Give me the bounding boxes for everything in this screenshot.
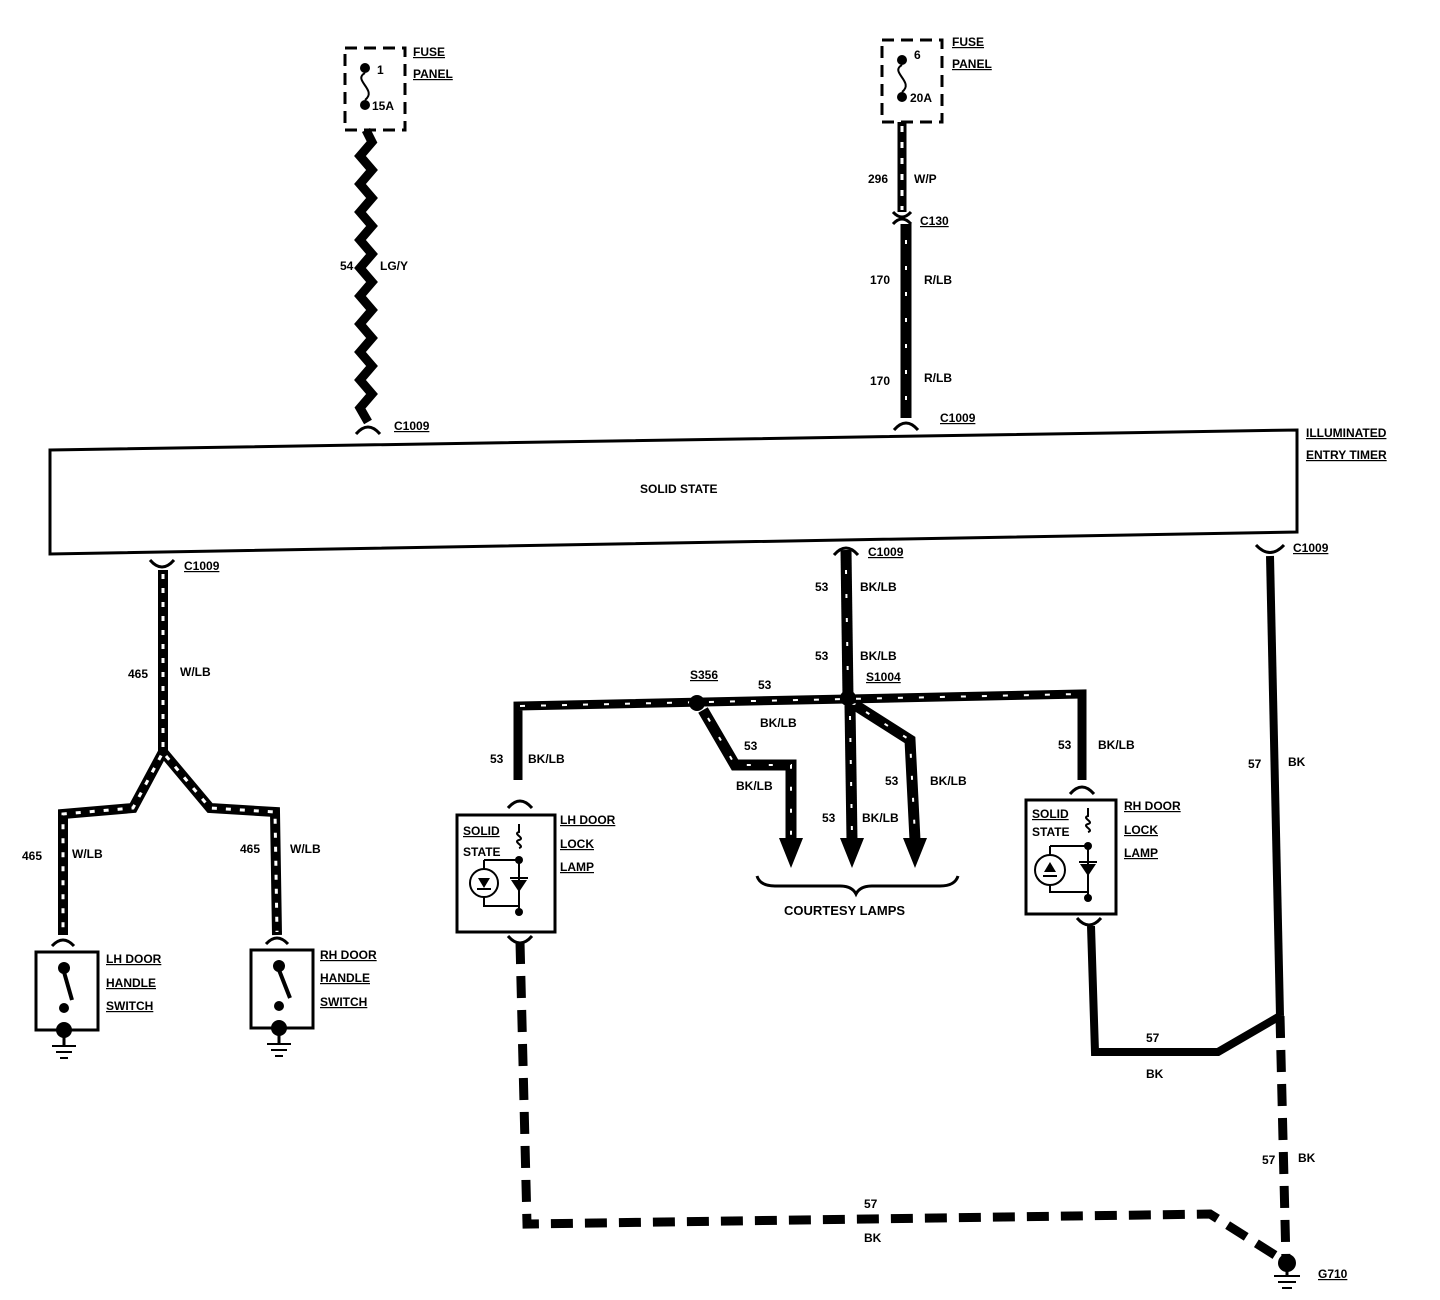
connector-label: C1009	[868, 545, 904, 559]
lamp-label: LOCK	[560, 837, 594, 851]
fuse-number: 6	[914, 48, 921, 62]
connector-label: C1009	[1293, 541, 1329, 555]
timer-name-label: ILLUMINATED	[1306, 426, 1387, 440]
fuse-rating: 15A	[372, 99, 394, 113]
wire-color-label: BK/LB	[860, 580, 897, 594]
wire-circuit-label: 465	[240, 842, 260, 856]
fuse-panel-label: PANEL	[952, 57, 992, 71]
fuse-rating: 20A	[910, 91, 932, 105]
timer-name-label: ENTRY TIMER	[1306, 448, 1387, 462]
wire-circuit-label: 465	[128, 667, 148, 681]
wire-circuit-label: 53	[758, 678, 772, 692]
wire-color-label: BK	[1288, 755, 1306, 769]
switch-label: HANDLE	[106, 976, 156, 990]
lamp-label: LAMP	[1124, 846, 1158, 860]
ground-label: G710	[1318, 1267, 1348, 1281]
splice-label: S356	[690, 668, 718, 682]
wire-color-label: BK/LB	[736, 779, 773, 793]
wire-57: C1009 57 BK 57 BK 57 BK 57 BK	[515, 541, 1329, 1266]
splice-label: S1004	[866, 670, 901, 684]
switch-label: LH DOOR	[106, 952, 162, 966]
connector-label: C1009	[394, 419, 430, 433]
lamp-label: LH DOOR	[560, 813, 616, 827]
fuse-panel-label: FUSE	[413, 45, 445, 59]
wire-color-label: BK/LB	[760, 716, 797, 730]
fuse-number: 1	[377, 63, 384, 77]
wire-color-label: LG/Y	[380, 259, 408, 273]
wire-circuit-label: 53	[822, 811, 836, 825]
wire-color-label: BK/LB	[862, 811, 899, 825]
wire-color-label: W/LB	[290, 842, 321, 856]
rh-door-lock-lamp: SOLID STATE RH DOOR LOCK LAMP	[1024, 785, 1181, 927]
lamp-solid-label: STATE	[1032, 825, 1070, 839]
wire-circuit-label: 53	[815, 649, 829, 663]
lamp-solid-label: STATE	[463, 845, 501, 859]
wire-circuit-label: 170	[870, 374, 890, 388]
connector-label: C1009	[940, 411, 976, 425]
wire-color-label: BK/LB	[1098, 738, 1135, 752]
wire-296-170: 296 W/P C130 170 R/LB 170 R/LB C1009	[868, 122, 976, 432]
connector-label: C1009	[184, 559, 220, 573]
switch-label: RH DOOR	[320, 948, 377, 962]
fuse-panel-right: 6 20A FUSE PANEL	[880, 35, 992, 124]
connector-label: C130	[920, 214, 949, 228]
switch-label: SWITCH	[106, 999, 153, 1013]
courtesy-lamps-label: COURTESY LAMPS	[784, 903, 905, 918]
lamp-label: RH DOOR	[1124, 799, 1181, 813]
wire-circuit-label: 465	[22, 849, 42, 863]
wire-circuit-label: 53	[744, 739, 758, 753]
fuse-panel-label: PANEL	[413, 67, 453, 81]
wire-color-label: R/LB	[924, 371, 952, 385]
switch-label: SWITCH	[320, 995, 367, 1009]
wire-color-label: BK/LB	[930, 774, 967, 788]
wire-color-label: W/LB	[72, 847, 103, 861]
wire-color-label: W/P	[914, 172, 937, 186]
fuse-panel-left: 1 15A FUSE PANEL	[343, 45, 453, 132]
lamp-solid-label: SOLID	[463, 824, 500, 838]
timer-body-label: SOLID STATE	[640, 482, 718, 496]
lh-door-lock-lamp: SOLID STATE LH DOOR LOCK LAMP	[455, 799, 616, 945]
wire-circuit-label: 170	[870, 273, 890, 287]
wire-53-network: C1009 53 BK/LB 53 BK/LB S356 S1004 53 BK…	[490, 545, 1135, 918]
wire-color-label: BK/LB	[528, 752, 565, 766]
wire-465: C1009 465 W/LB 465 W/LB 465 W/LB	[22, 558, 321, 936]
lamp-label: LAMP	[560, 860, 594, 874]
ground-g710: G710	[1274, 1254, 1348, 1289]
wire-color-label: W/LB	[180, 665, 211, 679]
wire-circuit-label: 54	[340, 259, 354, 273]
wire-circuit-label: 57	[1262, 1153, 1276, 1167]
wire-circuit-label: 296	[868, 172, 888, 186]
rh-door-handle-switch: RH DOOR HANDLE SWITCH	[249, 936, 377, 1057]
lh-door-handle-switch: LH DOOR HANDLE SWITCH	[34, 938, 162, 1059]
wire-color-label: BK	[1298, 1151, 1316, 1165]
switch-label: HANDLE	[320, 971, 370, 985]
wire-color-label: BK	[1146, 1067, 1164, 1081]
illuminated-entry-timer: SOLID STATE ILLUMINATED ENTRY TIMER	[48, 426, 1387, 556]
wire-circuit-label: 53	[490, 752, 504, 766]
wire-circuit-label: 53	[1058, 738, 1072, 752]
wire-color-label: BK	[864, 1231, 882, 1245]
wire-circuit-label: 53	[815, 580, 829, 594]
wire-color-label: R/LB	[924, 273, 952, 287]
wire-circuit-label: 57	[1248, 757, 1262, 771]
wire-circuit-label: 57	[1146, 1031, 1160, 1045]
wire-circuit-label: 57	[864, 1197, 878, 1211]
fuse-panel-label: FUSE	[952, 35, 984, 49]
wire-circuit-label: 53	[885, 774, 899, 788]
wire-54: 54 LG/Y C1009	[340, 127, 430, 436]
lamp-label: LOCK	[1124, 823, 1158, 837]
lamp-solid-label: SOLID	[1032, 807, 1069, 821]
wire-color-label: BK/LB	[860, 649, 897, 663]
